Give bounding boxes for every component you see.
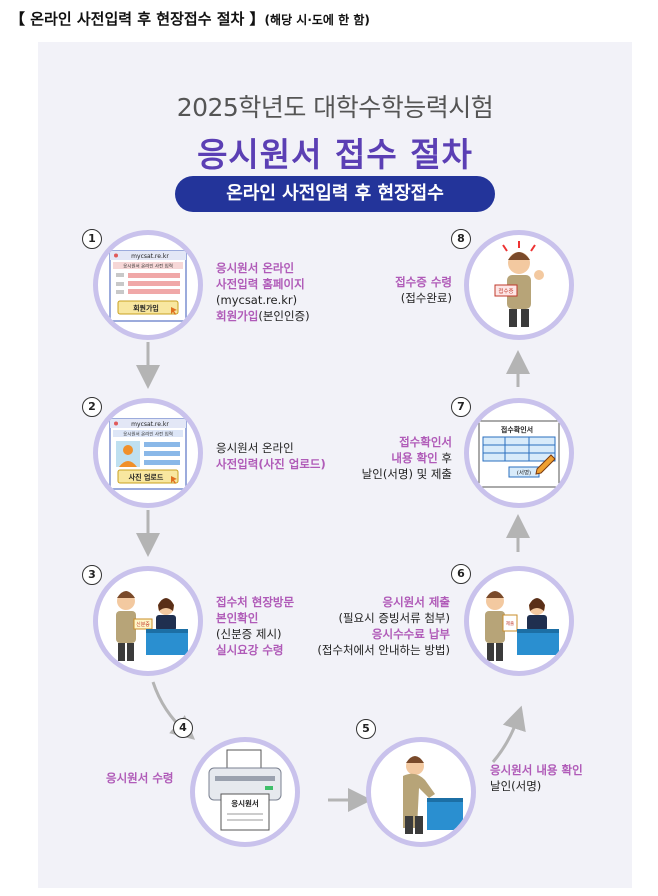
step-2-url: mycsat.re.kr — [131, 421, 169, 428]
page-header: 【 온라인 사전입력 후 현장접수 절차 】(해당 시·도에 한 함) — [10, 8, 370, 29]
step-5-circle — [366, 737, 476, 847]
step-7-sign-label: (서명) — [517, 469, 531, 477]
step-4-description: 응시원서 수령 — [106, 771, 174, 785]
step-1-number: 1 — [82, 229, 102, 249]
step-2-circle: mycsat.re.kr 응시원서 온라인 사전 입력 사진 업로드 — [93, 398, 203, 508]
printer-illustration: 응시원서 — [208, 749, 282, 831]
step-3-card-label: 신분증 — [136, 621, 150, 628]
step-3-circle: 신분증 — [93, 566, 203, 676]
step-1-button-label: 회원가입 — [133, 304, 159, 313]
step-2-number: 2 — [82, 397, 102, 417]
step-1-url: mycsat.re.kr — [131, 253, 169, 260]
step-8-description: 접수증 수령 (접수완료) — [395, 275, 452, 305]
step-7-circle: 접수확인서 (서명) — [464, 398, 574, 508]
step-1-subtitle: 응시원서 온라인 사전 입력 — [123, 263, 173, 270]
signing-illustration — [403, 756, 463, 834]
step-8-badge-label: 접수증 — [498, 287, 513, 295]
subtitle-pill: 온라인 사전입력 후 현장접수 — [175, 176, 495, 212]
step-6-circle: 제출 — [464, 566, 574, 676]
step-1-description: 응시원서 온라인 사전입력 홈페이지 (mycsat.re.kr) 회원가입(본… — [216, 261, 310, 323]
photo-upload-illustration: mycsat.re.kr 응시원서 온라인 사전 입력 사진 업로드 — [109, 418, 187, 490]
year-title: 2025학년도 대학수학능력시험 — [176, 93, 494, 122]
id-check-illustration: 신분증 — [116, 591, 188, 661]
header-note: (해당 시·도에 한 함) — [264, 13, 370, 27]
step-6-number: 6 — [451, 564, 471, 584]
arrow-5-6 — [491, 705, 526, 763]
step-7-doc-title: 접수확인서 — [501, 425, 533, 434]
step-2-subtitle: 응시원서 온라인 사전 입력 — [123, 431, 173, 438]
step-7-number: 7 — [451, 397, 471, 417]
step-2-description: 응시원서 온라인 사전입력(사진 업로드) — [216, 441, 326, 471]
receipt-form-illustration: 접수확인서 (서명) — [478, 420, 560, 488]
website-signup-illustration: mycsat.re.kr 응시원서 온라인 사전 입력 회원가입 — [109, 250, 187, 322]
step-2-button-label: 사진 업로드 — [129, 473, 164, 482]
step-7-description: 접수확인서 내용 확인 후 날인(서명) 및 제출 — [361, 435, 452, 481]
step-4-paper-label: 응시원서 — [231, 798, 259, 808]
step-6-description: 응시원서 제출 (필요시 증빙서류 첨부) 응시수수료 납부 (접수처에서 안내… — [317, 595, 450, 657]
step-3-description: 접수처 현장방문 본인확인 (신분증 제시) 실시요강 수령 — [216, 595, 295, 657]
procedure-panel: 2025학년도 대학수학능력시험 응시원서 접수 절차 온라인 사전입력 후 현… — [38, 42, 632, 888]
step-1-circle: mycsat.re.kr 응시원서 온라인 사전 입력 회원가입 — [93, 230, 203, 340]
step-6-paper-label: 제출 — [506, 620, 514, 627]
step-8-number: 8 — [451, 229, 471, 249]
receipt-holder-illustration: 접수증 — [494, 241, 544, 327]
main-title: 응시원서 접수 절차 — [197, 135, 473, 174]
step-3-number: 3 — [82, 565, 102, 585]
step-8-circle: 접수증 — [464, 230, 574, 340]
step-5-number: 5 — [356, 719, 376, 739]
header-title: 【 온라인 사전입력 후 현장접수 절차 】 — [10, 10, 265, 28]
step-5-description: 응시원서 내용 확인 날인(서명) — [490, 763, 583, 793]
submission-illustration: 제출 — [485, 591, 559, 661]
step-4-number: 4 — [173, 718, 193, 738]
step-4-circle: 응시원서 — [190, 737, 300, 847]
